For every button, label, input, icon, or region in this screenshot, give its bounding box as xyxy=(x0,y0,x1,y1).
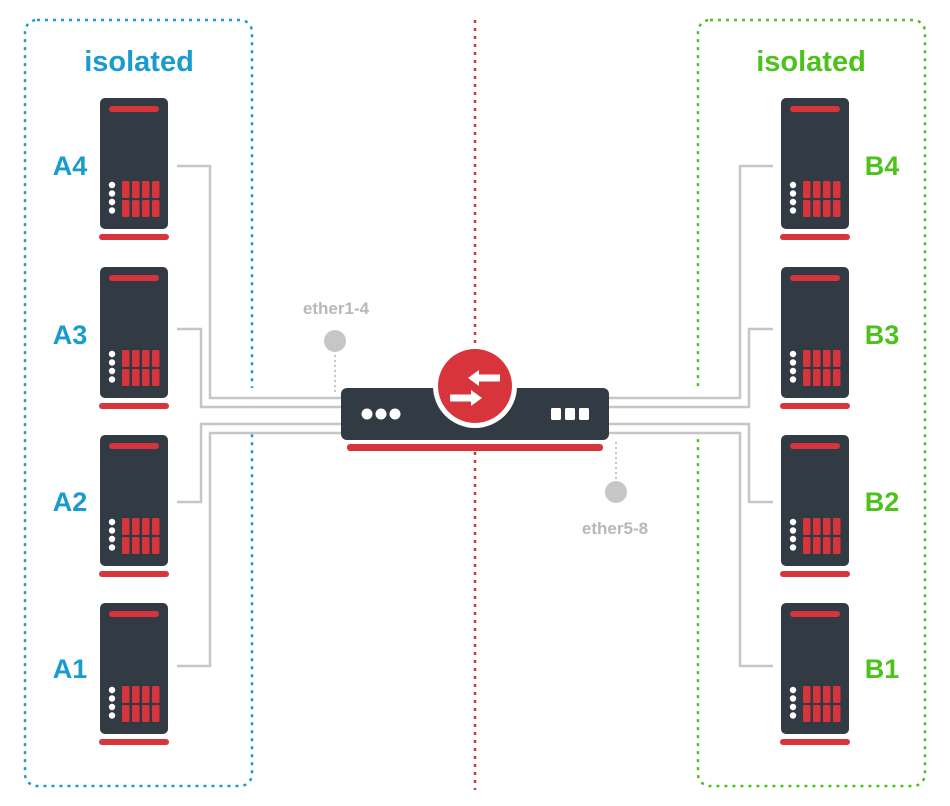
server-label-a1: A1 xyxy=(53,654,88,684)
swap-arrows-icon xyxy=(433,344,517,428)
server-led-dots xyxy=(108,518,116,551)
server-base-stripe xyxy=(780,234,850,240)
port-marker-left: ether1-4 xyxy=(303,299,370,394)
cable-a3 xyxy=(177,327,341,409)
cable-b2 xyxy=(609,422,773,504)
server-label-b1: B1 xyxy=(865,654,900,684)
router-base-stripe xyxy=(347,444,603,451)
group-a-title: isolated xyxy=(84,46,194,78)
server-base-stripe xyxy=(99,739,169,745)
server-led-dots xyxy=(789,686,797,719)
cable-a1 xyxy=(177,431,341,668)
cable-b4 xyxy=(609,164,773,400)
server-led-dots xyxy=(789,181,797,214)
cable-b3 xyxy=(609,327,773,409)
cable-b1 xyxy=(609,431,773,668)
server-led-dots xyxy=(789,518,797,551)
server-b1 xyxy=(780,603,850,745)
server-led-dots xyxy=(108,350,116,383)
server-base-stripe xyxy=(99,234,169,240)
server-drive-bays xyxy=(803,686,841,722)
server-chassis xyxy=(781,98,849,229)
server-chassis xyxy=(100,98,168,229)
server-b3 xyxy=(780,267,850,409)
group-a-cable-gap xyxy=(246,388,260,434)
server-top-stripe xyxy=(109,275,159,281)
group-b-cable-gap xyxy=(690,388,704,434)
router xyxy=(341,344,609,451)
server-drive-bays xyxy=(122,518,160,554)
router-status-leds xyxy=(361,408,401,420)
server-label-b4: B4 xyxy=(865,151,900,181)
server-a2 xyxy=(99,435,169,577)
server-chassis xyxy=(100,267,168,398)
server-a1 xyxy=(99,603,169,745)
cable-a4 xyxy=(177,164,341,400)
server-base-stripe xyxy=(99,571,169,577)
server-base-stripe xyxy=(780,739,850,745)
server-drive-bays xyxy=(803,350,841,386)
server-top-stripe xyxy=(109,443,159,449)
port-label-left: ether1-4 xyxy=(303,299,370,318)
server-top-stripe xyxy=(109,611,159,617)
cable-a2 xyxy=(177,422,341,504)
server-label-b3: B3 xyxy=(865,320,900,350)
server-a4 xyxy=(99,98,169,240)
server-led-dots xyxy=(789,350,797,383)
server-drive-bays xyxy=(803,181,841,217)
server-top-stripe xyxy=(790,443,840,449)
server-drive-bays xyxy=(122,181,160,217)
group-b-container xyxy=(696,18,927,788)
server-label-a3: A3 xyxy=(53,320,88,350)
server-top-stripe xyxy=(109,106,159,112)
group-b-title: isolated xyxy=(756,46,866,78)
server-chassis xyxy=(100,435,168,566)
port-marker-right: ether5-8 xyxy=(582,442,648,538)
server-b2 xyxy=(780,435,850,577)
servers xyxy=(99,98,850,745)
router-port-slots xyxy=(551,408,589,420)
server-top-stripe xyxy=(790,275,840,281)
server-label-a2: A2 xyxy=(53,487,88,517)
server-led-dots xyxy=(108,686,116,719)
port-label-right: ether5-8 xyxy=(582,519,648,538)
server-drive-bays xyxy=(122,686,160,722)
server-base-stripe xyxy=(780,571,850,577)
server-drive-bays xyxy=(122,350,160,386)
server-led-dots xyxy=(108,181,116,214)
server-chassis xyxy=(100,603,168,734)
server-a3 xyxy=(99,267,169,409)
server-b4 xyxy=(780,98,850,240)
server-chassis xyxy=(781,267,849,398)
server-base-stripe xyxy=(780,403,850,409)
server-chassis xyxy=(781,603,849,734)
server-top-stripe xyxy=(790,106,840,112)
server-label-a4: A4 xyxy=(53,151,88,181)
server-base-stripe xyxy=(99,403,169,409)
server-drive-bays xyxy=(803,518,841,554)
server-chassis xyxy=(781,435,849,566)
cables xyxy=(177,164,773,668)
server-top-stripe xyxy=(790,611,840,617)
server-label-b2: B2 xyxy=(865,487,900,517)
